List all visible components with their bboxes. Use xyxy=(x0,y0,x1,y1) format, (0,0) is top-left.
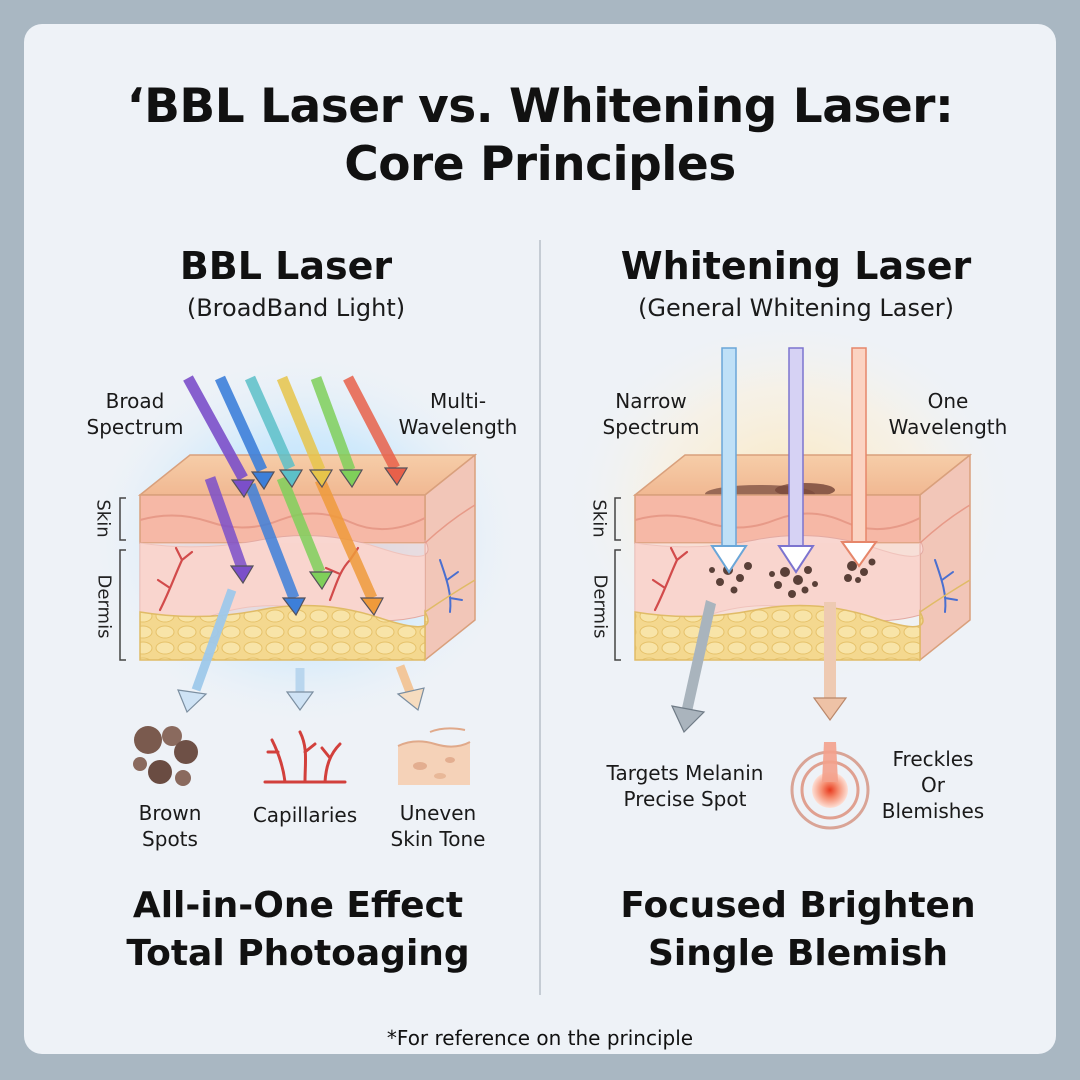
left-skin-block xyxy=(137,453,478,662)
right-narrow-beams xyxy=(710,347,878,574)
title-line-1: ‘BBL Laser vs. Whitening Laser: xyxy=(126,79,954,134)
left-rainbow-beams xyxy=(183,375,400,601)
left-heading: BBL Laser xyxy=(179,244,393,288)
left-summary: All-in-One Effect Total Photoaging xyxy=(126,885,470,974)
capillaries-icon xyxy=(263,730,347,784)
bullseye-icon xyxy=(790,742,870,830)
left-layer-bracket xyxy=(119,497,126,661)
left-dermis-label: Dermis xyxy=(93,574,115,639)
right-layer-bracket xyxy=(614,497,621,661)
left-target-arrowheads xyxy=(177,687,425,714)
one-wavelength-label: One Wavelength xyxy=(888,389,1008,439)
broad-spectrum-label: Broad Spectrum xyxy=(86,389,184,439)
targets-melanin-label: Targets Melanin Precise Spot xyxy=(606,761,764,811)
right-subheading: (General Whitening Laser) xyxy=(638,294,954,322)
brown-spots-label: Brown Spots xyxy=(138,801,202,851)
page-title: ‘BBL Laser vs. Whitening Laser: Core Pri… xyxy=(0,78,1080,194)
multi-wavelength-label: Multi- Wavelength xyxy=(398,389,518,439)
brown-spots-icon xyxy=(133,726,198,786)
left-skin-label: Skin xyxy=(92,499,114,538)
left-beam-arrowheads xyxy=(229,467,409,617)
right-summary: Focused Brighten Single Blemish xyxy=(620,885,976,974)
narrow-spectrum-label: Narrow Spectrum xyxy=(602,389,700,439)
capillaries-label: Capillaries xyxy=(252,803,358,827)
title-line-2: Core Principles xyxy=(344,137,736,192)
right-target-arrows xyxy=(670,600,848,734)
uneven-skin-tone-label: Uneven Skin Tone xyxy=(390,801,486,851)
right-dermis-label: Dermis xyxy=(589,574,611,639)
freckles-label: Freckles Or Blemishes xyxy=(881,747,985,823)
uneven-skin-icon xyxy=(397,727,471,785)
left-target-arrows xyxy=(191,588,415,694)
left-subheading: (BroadBand Light) xyxy=(186,294,406,322)
right-heading: Whitening Laser xyxy=(620,244,972,288)
footnote: *For reference on the principle xyxy=(386,1026,694,1050)
right-skin-label: Skin xyxy=(588,499,610,538)
